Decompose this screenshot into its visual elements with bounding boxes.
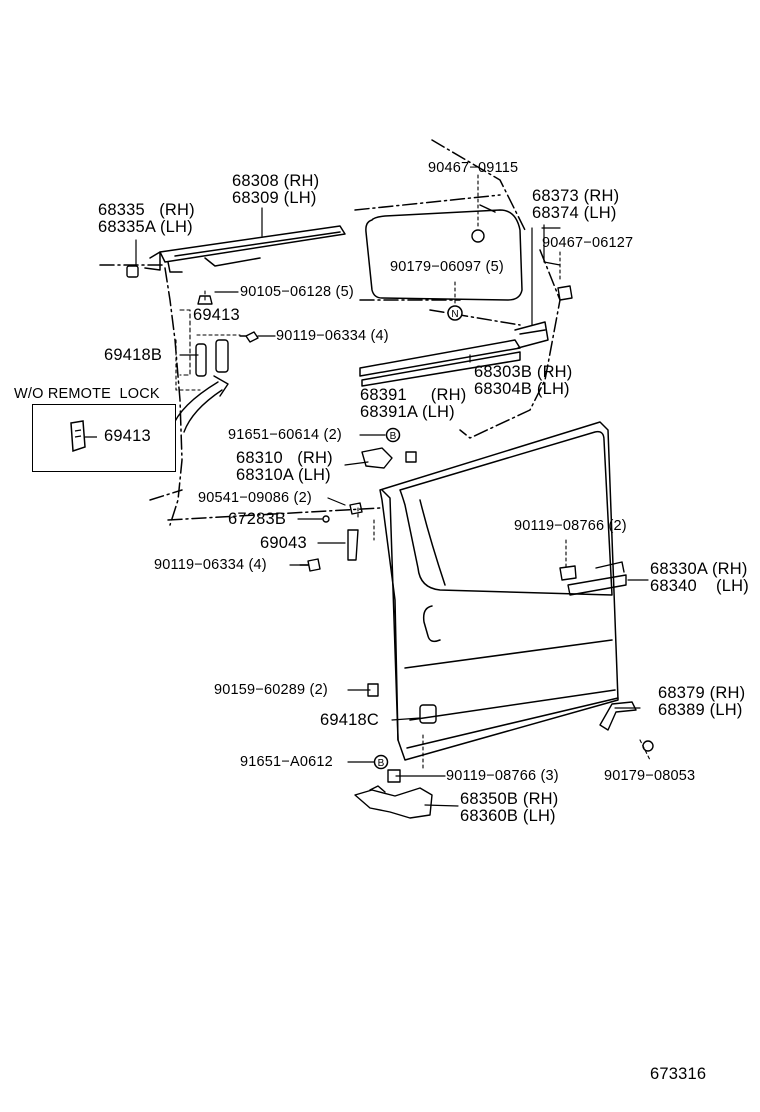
label-68335a: 68335A (LH) <box>98 218 193 236</box>
label-90467-09115: 90467−09115 <box>428 160 519 176</box>
label-68310: 68310 (RH) <box>236 449 333 467</box>
label-68350b: 68350B (RH) <box>460 790 559 808</box>
label-68374: 68374 (LH) <box>532 204 617 222</box>
label-90159-60289: 90159−60289 (2) <box>214 682 328 698</box>
center-rail <box>359 321 549 387</box>
label-68389: 68389 (LH) <box>658 701 743 719</box>
label-67283b: 67283B <box>228 510 287 528</box>
hardware-parts <box>126 229 654 819</box>
marker-b-lower <box>373 754 389 770</box>
label-68373: 68373 (RH) <box>532 187 620 205</box>
upper-rail <box>144 225 346 273</box>
lock-bracket-icon <box>70 420 97 453</box>
label-68308: 68308 (RH) <box>232 172 320 190</box>
label-90541-09086: 90541−09086 (2) <box>198 490 312 506</box>
label-91651-60614: 91651−60614 (2) <box>228 427 342 443</box>
label-68391a: 68391A (LH) <box>360 403 455 421</box>
label-90119-08766-2: 90119−08766 (2) <box>514 518 627 534</box>
wo-remote-lock-box <box>32 404 176 472</box>
label-68379: 68379 (RH) <box>658 684 746 702</box>
marker-b-lower-letter: B <box>378 758 385 769</box>
part-markers: B B N <box>373 305 463 770</box>
label-90179-08053: 90179−08053 <box>604 768 696 784</box>
label-68360b: 68360B (LH) <box>460 807 556 825</box>
sliding-door <box>379 421 619 761</box>
label-90467-06127: 90467−06127 <box>542 235 634 251</box>
marker-b-upper <box>385 427 401 443</box>
label-68310a: 68310A (LH) <box>236 466 331 484</box>
label-90179-06097: 90179−06097 (5) <box>390 259 504 275</box>
label-90119-08766-3: 90119−08766 (3) <box>446 768 559 784</box>
label-69418c: 69418C <box>320 711 379 729</box>
label-68309: 68309 (LH) <box>232 189 317 207</box>
marker-n-letter: N <box>451 309 458 320</box>
label-69043: 69043 <box>260 534 307 552</box>
label-90119-06334-b: 90119−06334 (4) <box>154 557 267 573</box>
label-90119-06334-a: 90119−06334 (4) <box>276 328 389 344</box>
callout-bracket <box>179 309 191 376</box>
label-91651-a0612: 91651−A0612 <box>240 754 333 770</box>
label-68304b: 68304B (LH) <box>474 380 570 398</box>
marker-b-upper-letter: B <box>390 431 397 442</box>
marker-n <box>447 305 463 321</box>
label-69413-box: 69413 <box>104 427 151 445</box>
label-68303b: 68303B (RH) <box>474 363 573 381</box>
label-68335: 68335 (RH) <box>98 201 195 219</box>
label-68340: 68340 (LH) <box>650 577 749 595</box>
quarter-window <box>365 209 523 301</box>
label-69413-top: 69413 <box>193 306 240 324</box>
label-wo-remote-lock: W/O REMOTE LOCK <box>14 386 160 402</box>
label-69418b: 69418B <box>104 346 163 364</box>
leader-lines <box>175 174 651 771</box>
label-90105-06128: 90105−06128 (5) <box>240 284 354 300</box>
label-68391: 68391 (RH) <box>360 386 467 404</box>
vehicle-body-outline <box>99 139 561 526</box>
diagram-code: 673316 <box>650 1065 707 1083</box>
label-68330a: 68330A (RH) <box>650 560 748 578</box>
